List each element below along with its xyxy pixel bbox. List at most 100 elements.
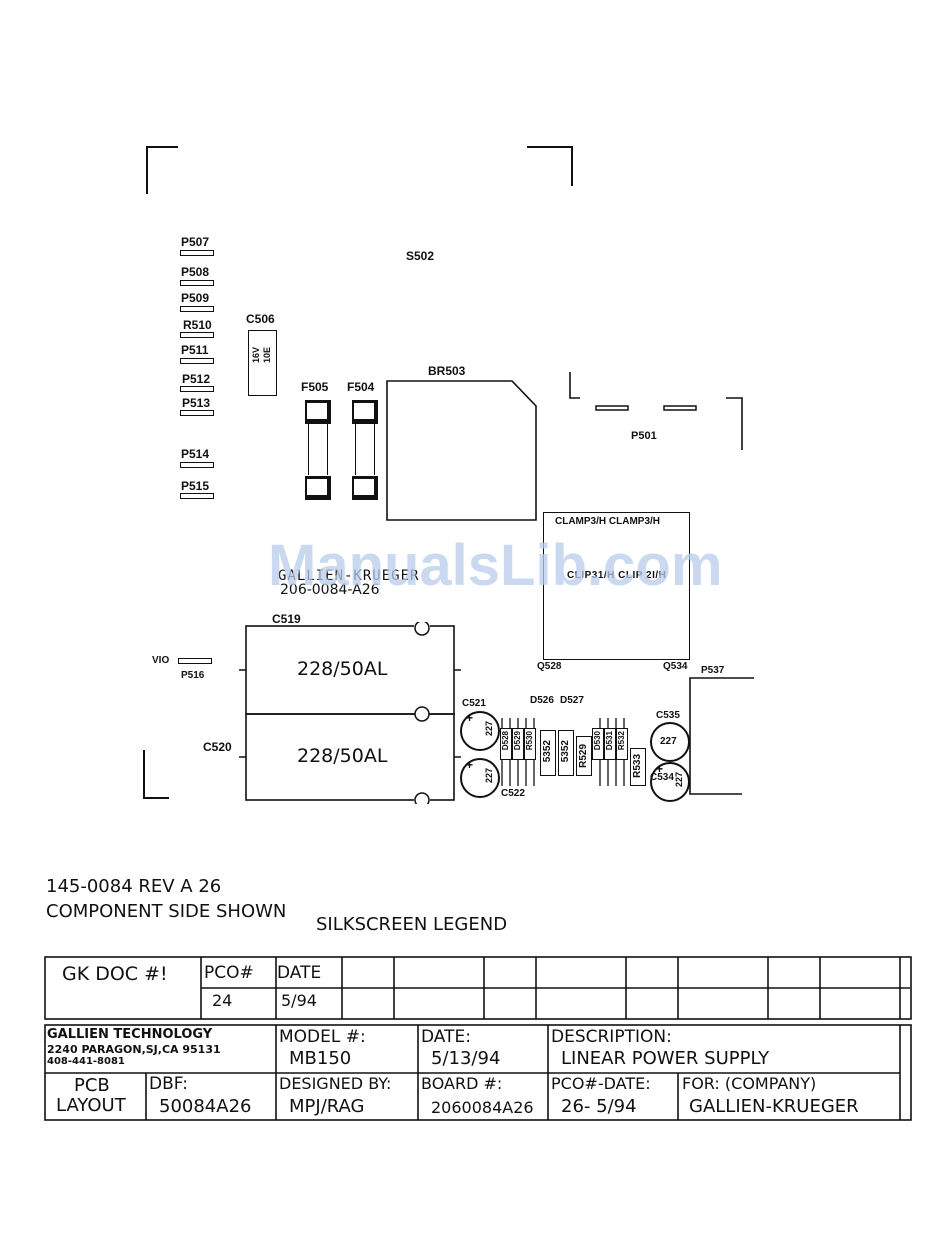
pad-label-p515: P515 bbox=[181, 479, 210, 493]
fuse-f504-label: F504 bbox=[347, 380, 375, 394]
pad-p509 bbox=[180, 306, 214, 312]
clamp-labels: CLAMP3/H CLAMP3/H bbox=[555, 516, 661, 527]
pco-header: PCO# bbox=[204, 963, 254, 983]
p537-label: P537 bbox=[701, 665, 725, 676]
company-address: 2240 PARAGON,SJ,CA 95131 bbox=[47, 1043, 221, 1056]
doc-type-line2: LAYOUT bbox=[56, 1095, 126, 1116]
pad-p511 bbox=[180, 358, 214, 364]
cap-c521: + 227 bbox=[460, 711, 500, 751]
cap-c521-ref: C521 bbox=[462, 698, 486, 709]
switch-label: S502 bbox=[406, 249, 435, 263]
bridge-label: BR503 bbox=[428, 364, 466, 378]
model-value: MB150 bbox=[289, 1048, 352, 1069]
part-d530-label: D530 bbox=[593, 731, 602, 751]
pad-label-p511: P511 bbox=[181, 343, 209, 357]
vio-label: VIO bbox=[152, 655, 170, 666]
caption-side: COMPONENT SIDE SHOWN bbox=[46, 901, 287, 922]
pad-label-p512: P512 bbox=[182, 372, 211, 386]
caption-legend: SILKSCREEN LEGEND bbox=[316, 914, 508, 935]
cap-c520-ref: C520 bbox=[203, 740, 232, 754]
fuse-f505 bbox=[305, 400, 331, 500]
part-r529-label: R529 bbox=[578, 744, 589, 768]
fuse-f504 bbox=[352, 400, 378, 500]
q534-label: Q534 bbox=[663, 661, 688, 672]
cap-c535-value: 227 bbox=[660, 736, 677, 747]
description-value: LINEAR POWER SUPPLY bbox=[561, 1048, 770, 1069]
cap-c534-value: 227 bbox=[674, 772, 684, 788]
cap-c519-value: 228/50AL bbox=[297, 658, 388, 680]
board-part: 206-0084-A26 bbox=[280, 582, 380, 598]
part-d529 bbox=[512, 728, 524, 760]
cap-c519-ref: C519 bbox=[272, 612, 301, 626]
pad-p515 bbox=[180, 493, 214, 499]
part-5352-a-label: 5352 bbox=[542, 740, 553, 763]
part-d528-label: D528 bbox=[501, 731, 510, 751]
cap-c506-body: 16V 10E bbox=[248, 330, 277, 396]
pad-p512 bbox=[180, 386, 214, 392]
date-header: DATE bbox=[277, 963, 322, 983]
pco-value: 24 bbox=[212, 991, 233, 1010]
part-5352-b-label: 5352 bbox=[560, 740, 571, 763]
part-d531-label: D531 bbox=[605, 731, 614, 751]
cap-c534: + 227 bbox=[650, 762, 690, 802]
pad-p516 bbox=[178, 658, 212, 664]
cap-c522-ref: C522 bbox=[501, 788, 525, 799]
pad-label-p514: P514 bbox=[181, 447, 210, 461]
pad-p513 bbox=[180, 410, 214, 416]
date-label: DATE: bbox=[421, 1027, 471, 1047]
cap-c522-value: 227 bbox=[484, 768, 494, 784]
part-r532-label: R532 bbox=[617, 731, 626, 751]
date-value: 5/94 bbox=[281, 991, 317, 1010]
part-r530 bbox=[524, 728, 536, 760]
corner-mark-bl-v bbox=[143, 750, 145, 798]
company-phone: 408-441-8081 bbox=[47, 1056, 125, 1067]
board-name: GALLIEN-KRUEGER bbox=[278, 568, 420, 584]
doc-type-line1: PCB bbox=[74, 1075, 110, 1096]
part-r529 bbox=[576, 736, 592, 776]
part-d529-label: D529 bbox=[513, 731, 522, 751]
designed-label: DESIGNED BY: bbox=[279, 1074, 392, 1093]
pad-label-r510: R510 bbox=[183, 318, 212, 332]
pad-p508 bbox=[180, 280, 214, 286]
cap-c520-value: 228/50AL bbox=[297, 745, 388, 767]
pad-r510 bbox=[180, 332, 214, 338]
connector-p501-outline bbox=[569, 372, 743, 450]
model-label: MODEL #: bbox=[279, 1027, 366, 1047]
caption-revision: 145-0084 REV A 26 bbox=[46, 876, 222, 897]
d526-label: D526 bbox=[530, 695, 554, 706]
cap-c506-value-1: 16V bbox=[251, 347, 261, 364]
bridge-outline bbox=[386, 380, 537, 521]
cap-c534-ref: C534 bbox=[650, 772, 674, 783]
pad-label-p508: P508 bbox=[181, 265, 210, 279]
for-value: GALLIEN-KRUEGER bbox=[689, 1096, 859, 1117]
fuse-f505-label: F505 bbox=[301, 380, 329, 394]
designed-value: MPJ/RAG bbox=[289, 1096, 365, 1117]
for-label: FOR: (COMPANY) bbox=[682, 1074, 817, 1093]
pad-label-p513: P513 bbox=[182, 396, 211, 410]
cap-c535: 227 bbox=[650, 722, 690, 762]
d527-label: D527 bbox=[560, 695, 584, 706]
dbf-label: DBF: bbox=[149, 1074, 188, 1094]
part-r532 bbox=[616, 728, 628, 760]
cap-c535-ref: C535 bbox=[656, 710, 680, 721]
pco-date-value: 26- 5/94 bbox=[561, 1096, 637, 1117]
part-r530-label: R530 bbox=[525, 731, 534, 751]
corner-mark-tr-v bbox=[571, 146, 573, 186]
clip-labels: CLIP31/H CLIP 2I/H bbox=[567, 570, 667, 581]
q528-label: Q528 bbox=[537, 661, 562, 672]
pad-label-p507: P507 bbox=[181, 235, 210, 249]
part-d528 bbox=[500, 728, 512, 760]
title-block-lines bbox=[44, 956, 912, 1121]
pad-p507 bbox=[180, 250, 214, 256]
company-name: GALLIEN TECHNOLOGY bbox=[47, 1027, 213, 1042]
heatsink-block bbox=[543, 512, 690, 660]
pad-p514 bbox=[180, 462, 214, 468]
connector-p501-label: P501 bbox=[631, 430, 657, 442]
description-label: DESCRIPTION: bbox=[551, 1027, 672, 1047]
part-d530 bbox=[592, 728, 604, 760]
cap-c522: + 227 bbox=[460, 758, 500, 798]
pco-date-label: PCO#-DATE: bbox=[551, 1074, 651, 1093]
watermark: ManualsLib.com bbox=[268, 533, 723, 598]
cap-c506-value-2: 10E bbox=[262, 347, 272, 364]
corner-mark-tl-h bbox=[146, 146, 178, 148]
